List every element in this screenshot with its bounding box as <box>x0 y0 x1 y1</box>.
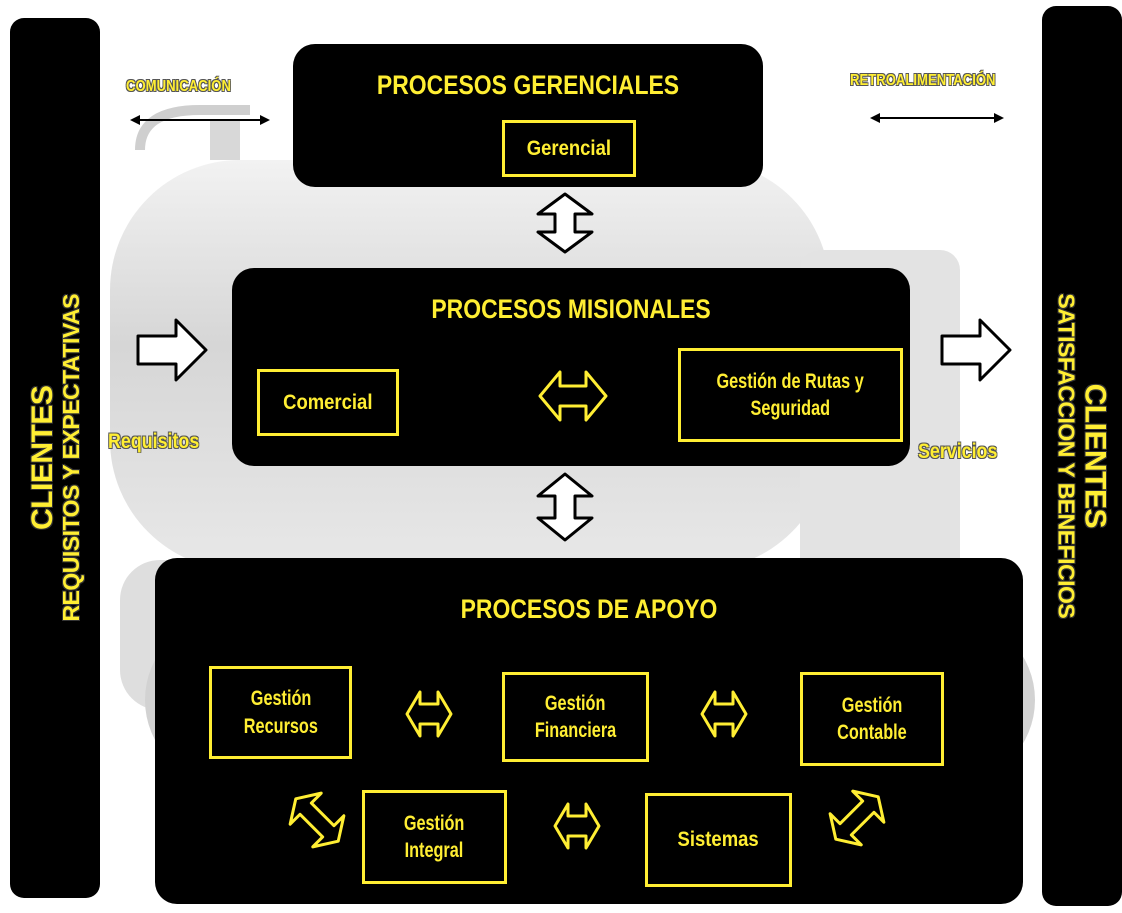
feedback-label: RETROALIMENTACIÓN <box>850 72 996 89</box>
missional-support-arrow <box>536 472 594 542</box>
left-clients-bar: CLIENTES REQUISITOS Y EXPECTATIVAS <box>10 18 100 898</box>
right-clients-title: CLIENTES <box>1077 383 1111 529</box>
requirements-arrow <box>136 318 208 382</box>
services-arrow <box>940 318 1012 382</box>
financial-accounting-arrow <box>700 690 748 738</box>
right-clients-subtitle: SATISFACCION Y BENEFICIOS <box>1053 293 1080 619</box>
left-clients-title: CLIENTES <box>26 385 60 531</box>
resources-box: Gestión Recursos <box>209 666 352 759</box>
missional-processes-panel: PROCESOS MISIONALES Comercial Gestión de… <box>232 268 910 466</box>
requirements-label: Requisitos <box>108 430 200 453</box>
commercial-box: Comercial <box>257 369 399 436</box>
services-label: Servicios <box>918 440 998 463</box>
right-clients-bar: CLIENTES SATISFACCION Y BENEFICIOS <box>1042 6 1122 906</box>
integral-box: Gestión Integral <box>362 790 507 884</box>
support-title: PROCESOS DE APOYO <box>460 594 718 624</box>
communication-label: COMUNICACIÓN <box>126 78 231 95</box>
managerial-box: Gerencial <box>502 120 636 177</box>
managerial-processes-panel: PROCESOS GERENCIALES Gerencial <box>293 44 763 187</box>
managerial-title: PROCESOS GERENCIALES <box>376 70 680 100</box>
resources-financial-arrow <box>405 690 453 738</box>
left-clients-subtitle: REQUISITOS Y EXPECTATIVAS <box>57 294 84 622</box>
managerial-missional-arrow <box>536 192 594 254</box>
feedback-arrow <box>870 113 1004 123</box>
routes-security-box: Gestión de Rutas y Seguridad <box>678 348 903 442</box>
accounting-box: Gestión Contable <box>800 672 944 766</box>
resources-integral-arrow <box>288 791 346 849</box>
missional-horizontal-arrow <box>538 370 608 422</box>
systems-box: Sistemas <box>645 793 792 887</box>
missional-title: PROCESOS MISIONALES <box>431 294 711 324</box>
accounting-systems-arrow <box>828 789 886 847</box>
integral-systems-arrow <box>553 802 601 850</box>
communication-arrow <box>130 115 270 125</box>
financial-box: Gestión Financiera <box>502 672 649 762</box>
support-processes-panel: PROCESOS DE APOYO Gestión Recursos Gesti… <box>155 558 1023 904</box>
